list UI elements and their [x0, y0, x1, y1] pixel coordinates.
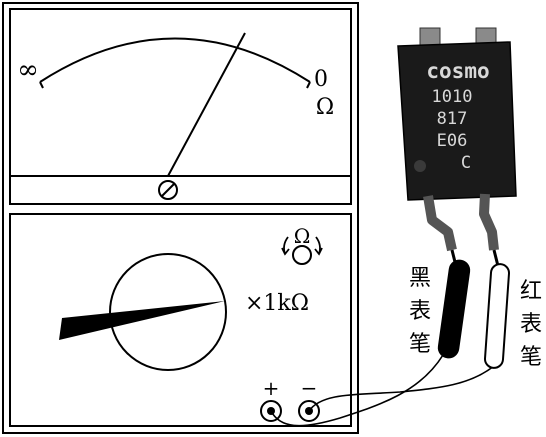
range-selector-dial[interactable]: [59, 253, 227, 371]
scale-arc-right-tick: [306, 81, 311, 89]
chip-body: [397, 41, 517, 201]
black-probe-body: [437, 259, 471, 359]
black-probe-label-char2: 表: [409, 299, 431, 324]
range-label: ×1kΩ: [245, 291, 309, 316]
black-probe-label-char1: 黑: [409, 266, 431, 291]
red-probe-label-char3: 笔: [520, 345, 542, 370]
ohm-adjust-label: Ω: [294, 224, 311, 248]
zero-adjust-screw-slot: [160, 182, 176, 198]
red-probe-label-char1: 红: [520, 279, 542, 304]
range-selector-ring: [109, 253, 227, 371]
chip-marking-line4: C: [461, 153, 471, 173]
red-probe-body: [484, 263, 510, 369]
ohm-adjust-circle: [292, 245, 312, 265]
red-probe-wire: [308, 365, 495, 412]
chip-marking-line2: 817: [437, 109, 468, 129]
chip-marking-line3: E06: [437, 131, 468, 151]
range-selector-pointer: [59, 301, 225, 340]
red-probe[interactable]: [484, 249, 510, 369]
ohm-adjust-left-arrowhead: [281, 247, 290, 256]
black-probe-tip: [450, 249, 457, 263]
scale-zero-label: 0: [314, 67, 328, 92]
meter-outer-frame: [2, 2, 359, 434]
red-probe-label-char2: 表: [520, 312, 542, 337]
selector-panel: [9, 213, 352, 427]
chip-pin1-dot: [414, 160, 426, 172]
ohm-adjust-knob[interactable]: Ω: [281, 224, 323, 265]
terminal-plus-label: +: [263, 376, 280, 400]
optocoupler-chip: cosmo 1010 817 E06 C: [397, 27, 517, 252]
red-probe-tip: [492, 249, 500, 267]
black-probe-label-char3: 笔: [409, 332, 431, 357]
scale-ohm-unit: Ω: [316, 95, 334, 120]
terminal-minus-label: −: [301, 376, 318, 400]
scale-arc-left-tick: [39, 81, 44, 89]
black-probe-wire: [270, 354, 444, 427]
chip-bottom-lead-left: [423, 195, 457, 252]
scale-infinity-label: ∞: [17, 55, 39, 85]
scale-arc: [39, 37, 311, 83]
chip-marking-line1: 1010: [432, 87, 473, 107]
chip-brand: cosmo: [426, 59, 489, 83]
zero-adjust-screw[interactable]: [158, 180, 178, 200]
meter-needle: [167, 32, 246, 177]
chip-bottom-lead-right: [479, 193, 499, 251]
black-probe[interactable]: [437, 249, 471, 359]
ohm-adjust-right-arrowhead: [314, 247, 323, 256]
dial-panel: [9, 8, 352, 205]
